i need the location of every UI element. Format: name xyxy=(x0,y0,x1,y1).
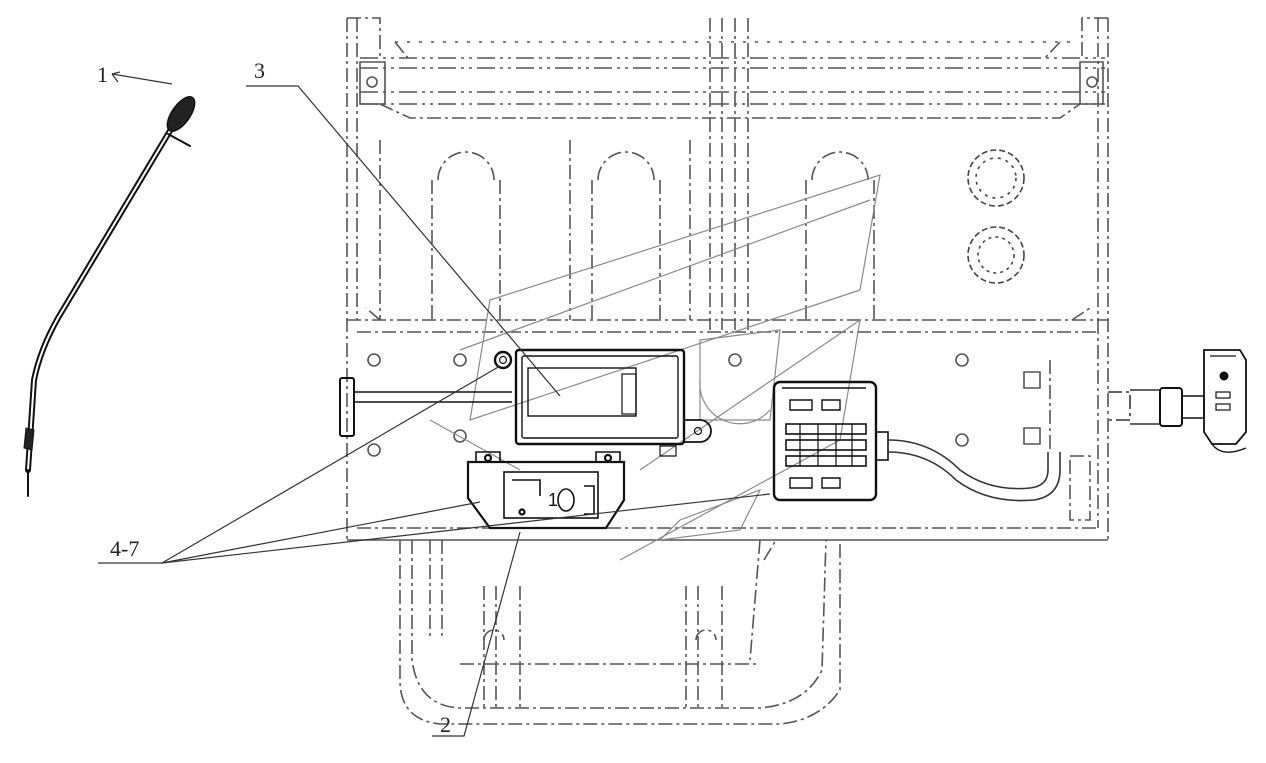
item-2-relay: 1 xyxy=(466,451,626,530)
right-connector xyxy=(1159,349,1247,453)
leader-lines xyxy=(98,71,771,737)
slotted-holes xyxy=(379,140,875,320)
callout-1: 1 xyxy=(97,62,108,87)
lower-panel xyxy=(347,307,1108,541)
round-ports xyxy=(967,149,1025,284)
callout-labels: 1 3 4-7 2 xyxy=(97,58,451,737)
callout-2: 2 xyxy=(440,712,451,737)
cable-run xyxy=(887,389,1161,502)
svg-text:1: 1 xyxy=(548,490,558,510)
callout-3: 3 xyxy=(254,58,265,83)
lower-frame xyxy=(399,539,841,725)
item-3-housing xyxy=(493,348,712,457)
upper-frame xyxy=(346,17,1109,540)
left-bracket xyxy=(339,377,512,437)
item-1-rod xyxy=(23,96,196,497)
fuse-box xyxy=(772,380,889,502)
callout-4-7: 4-7 xyxy=(110,536,139,561)
